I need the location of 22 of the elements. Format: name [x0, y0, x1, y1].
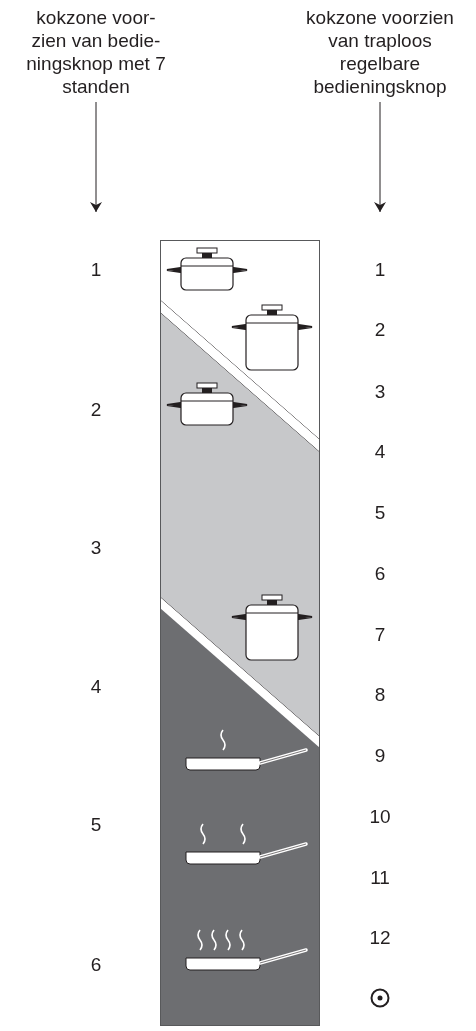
setting-number: 5 — [90, 814, 102, 836]
setting-number: 7 — [374, 624, 386, 646]
setting-number: 5 — [374, 502, 386, 524]
arrow — [90, 101, 102, 213]
heading-text: kokzone voorzien van traploos regelbare bedieningsknop — [300, 6, 460, 98]
setting-number: 4 — [90, 676, 102, 698]
setting-number: 6 — [374, 563, 386, 585]
setting-number: 1 — [90, 259, 102, 281]
setting-number: 2 — [374, 319, 386, 341]
setting-number: 9 — [374, 745, 386, 767]
setting-number: 3 — [90, 537, 102, 559]
setting-number: 3 — [374, 381, 386, 403]
setting-number: 4 — [374, 441, 386, 463]
setting-number: 2 — [90, 399, 102, 421]
setting-number: 11 — [370, 867, 390, 889]
setting-number: 6 — [90, 954, 102, 976]
setting-number: 12 — [369, 927, 391, 949]
setting-number: 10 — [369, 806, 391, 828]
heading-text: kokzone voor- zien van bedie- ningsknop met 7 standen — [21, 6, 171, 98]
setting-number: 8 — [374, 684, 386, 706]
setting-number: 1 — [374, 259, 386, 281]
arrow — [374, 101, 386, 213]
